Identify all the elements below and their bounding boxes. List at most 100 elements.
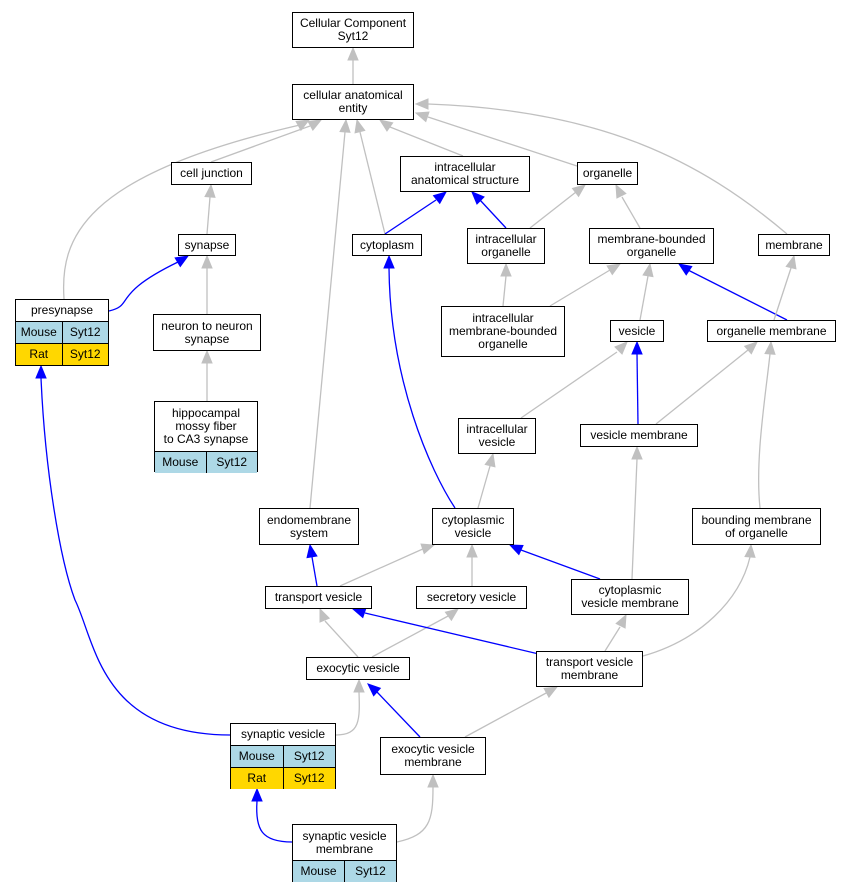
arrowhead-part-of-37	[35, 364, 47, 379]
node-organelle[interactable]: organelle	[577, 162, 638, 185]
node-transport-vesicle-membrane[interactable]: transport vesicle membrane	[536, 651, 643, 687]
arrowhead-is-a-13	[615, 183, 627, 199]
arrowhead-part-of-39	[367, 683, 382, 697]
arrowhead-part-of-19	[677, 263, 693, 276]
arrowhead-is-a-21	[614, 341, 628, 355]
edge-is-a-8	[206, 196, 211, 235]
species-cell: Rat	[247, 771, 267, 785]
gene-cell: Syt12	[61, 322, 109, 343]
edge-part-of-19	[687, 269, 788, 321]
arrowhead-part-of-25	[383, 254, 395, 269]
node-hippocampal-mossy-fiber-to-ca3-synapse[interactable]: hippocampal mossy fiber to CA3 synapse M…	[154, 401, 258, 473]
node-secretory-vesicle[interactable]: secretory vesicle	[416, 586, 527, 609]
arrowhead-is-a-5	[378, 119, 394, 132]
edge-is-a-40	[464, 691, 549, 738]
arrowhead-is-a-12	[571, 184, 587, 198]
arrowhead-is-a-42	[427, 773, 439, 788]
arrowhead-is-a-27	[764, 340, 776, 355]
node-label: synaptic vesicle	[240, 727, 326, 741]
node-cytoplasmic-vesicle-membrane[interactable]: cytoplasmic vesicle membrane	[571, 579, 689, 615]
arrowhead-part-of-31	[508, 544, 524, 556]
arrowhead-is-a-29	[420, 543, 436, 555]
edge-part-of-25	[388, 267, 456, 509]
edge-is-a-7	[427, 103, 788, 235]
arrowhead-is-a-40	[543, 686, 559, 699]
edge-is-a-32	[324, 620, 359, 658]
edge-is-a-29	[339, 547, 426, 587]
arrowhead-part-of-11	[471, 191, 485, 205]
edge-is-a-23	[655, 349, 749, 425]
arrowhead-part-of-9	[174, 255, 190, 268]
arrowhead-part-of-34	[351, 607, 367, 619]
edge-part-of-22	[636, 353, 639, 425]
node-vesicle-membrane[interactable]: vesicle membrane	[580, 424, 698, 447]
node-membrane[interactable]: membrane	[758, 234, 830, 256]
node-intracellular-organelle[interactable]: intracellular organelle	[467, 228, 545, 264]
node-cellular-component-root[interactable]: Cellular Component Syt12	[292, 12, 414, 48]
node-intracellular-anatomical-structure[interactable]: intracellular anatomical structure	[400, 156, 530, 192]
node-bounding-membrane-of-organelle[interactable]: bounding membrane of organelle	[692, 508, 821, 545]
gene-cell: Syt12	[344, 861, 396, 882]
node-label: presynapse	[30, 303, 94, 317]
arrowhead-part-of-22	[631, 340, 643, 355]
arrowhead-is-a-16	[500, 262, 512, 277]
edge-is-a-33	[371, 614, 451, 658]
arrowhead-is-a-38	[353, 678, 365, 693]
node-transport-vesicle[interactable]: transport vesicle	[265, 586, 372, 609]
node-neuron-to-neuron-synapse[interactable]: neuron to neuron synapse	[153, 314, 261, 351]
edge-is-a-38	[335, 691, 360, 736]
arrowhead-is-a-7	[414, 98, 429, 110]
node-exocytic-vesicle[interactable]: exocytic vesicle	[306, 657, 410, 680]
edge-is-a-35	[604, 626, 621, 652]
edge-part-of-11	[479, 199, 507, 229]
edge-is-a-20	[773, 267, 792, 321]
arrowhead-is-a-0	[347, 46, 359, 61]
edge-is-a-1	[62, 124, 301, 300]
node-vesicle[interactable]: vesicle	[610, 320, 664, 342]
node-endomembrane-system[interactable]: endomembrane system	[259, 508, 359, 545]
node-cellular-anatomical-entity[interactable]: cellular anatomical entity	[292, 84, 414, 120]
arrowhead-is-a-18	[642, 262, 654, 278]
edge-part-of-41	[256, 800, 293, 843]
edge-is-a-17	[549, 269, 611, 307]
node-intracellular-vesicle[interactable]: intracellular vesicle	[458, 418, 536, 454]
node-membrane-bounded-organelle[interactable]: membrane-bounded organelle	[589, 228, 714, 264]
node-exocytic-vesicle-membrane[interactable]: exocytic vesicle membrane	[380, 737, 486, 775]
arrowhead-is-a-26	[631, 445, 643, 460]
edge-is-a-27	[758, 353, 771, 509]
edge-is-a-36	[642, 556, 751, 657]
edge-is-a-13	[621, 196, 641, 229]
node-synapse[interactable]: synapse	[178, 234, 236, 256]
arrowhead-is-a-33	[444, 608, 460, 622]
node-intracellular-membrane-bounded-organelle[interactable]: intracellular membrane-bounded organelle	[441, 306, 565, 357]
node-organelle-membrane[interactable]: organelle membrane	[707, 320, 836, 342]
arrowhead-part-of-10	[432, 191, 448, 205]
arrowhead-is-a-20	[785, 254, 797, 270]
arrowhead-is-a-32	[319, 607, 331, 623]
arrowhead-is-a-4	[354, 118, 366, 134]
species-cell: Mouse	[238, 749, 275, 763]
edge-is-a-12	[529, 191, 577, 229]
edge-part-of-10	[384, 199, 437, 235]
node-cytoplasm[interactable]: cytoplasm	[352, 234, 422, 256]
arrowhead-is-a-3	[339, 118, 351, 133]
edge-is-a-21	[520, 351, 618, 419]
gene-cell: Syt12	[282, 768, 336, 789]
arrowhead-is-a-35	[615, 613, 627, 629]
edge-is-a-3	[309, 131, 346, 509]
edge-is-a-5	[389, 126, 464, 157]
node-cytoplasmic-vesicle[interactable]: cytoplasmic vesicle	[432, 508, 514, 545]
edge-is-a-18	[639, 275, 649, 321]
edge-part-of-28	[311, 556, 318, 587]
node-cell-junction[interactable]: cell junction	[171, 162, 252, 185]
edge-is-a-2	[210, 125, 311, 163]
